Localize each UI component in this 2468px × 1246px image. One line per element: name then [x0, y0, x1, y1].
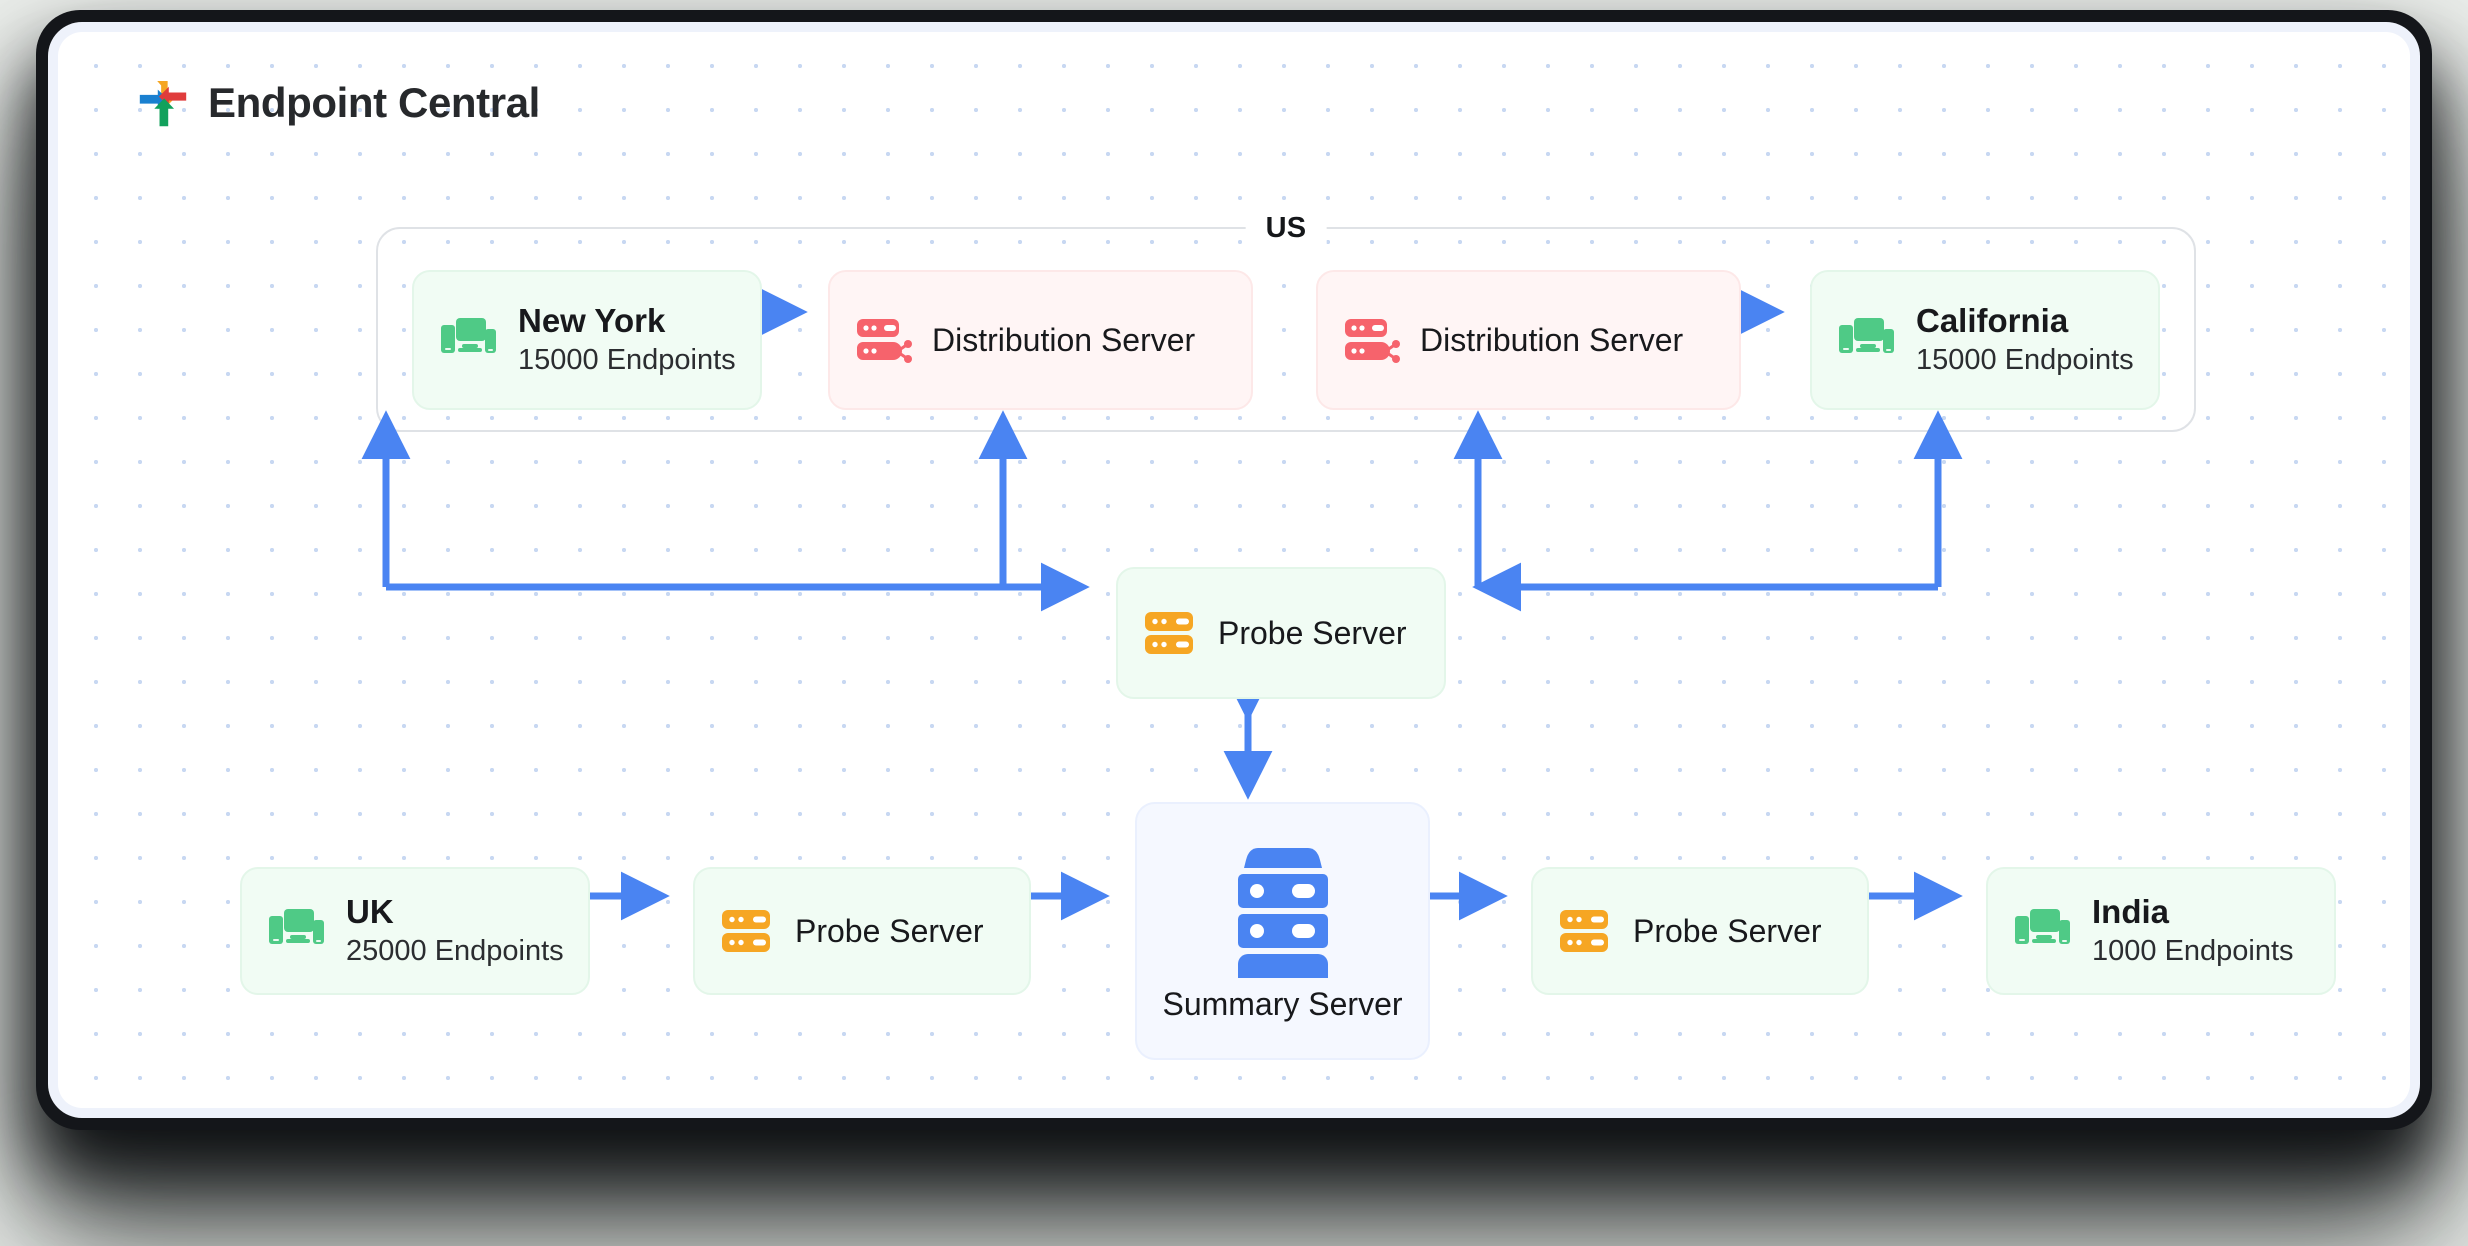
node-card-probe-server-center[interactable]: Probe Server — [1116, 567, 1446, 699]
card-label: Probe Server — [1218, 615, 1407, 651]
card-subtitle: 1000 Endpoints — [2092, 935, 2294, 967]
card-title: UK — [346, 893, 394, 930]
card-title: New York — [518, 302, 666, 339]
card-subtitle: 25000 Endpoints — [346, 935, 564, 967]
probe-server-icon — [1145, 612, 1193, 654]
node-card-new-york[interactable]: New York 15000 Endpoints — [412, 270, 762, 410]
node-card-distribution-server-left[interactable]: Distribution Server — [828, 270, 1253, 410]
us-group-container: US — [376, 210, 2196, 432]
us-group-label: US — [1245, 210, 1327, 246]
devices-icon — [441, 318, 496, 353]
card-label: Distribution Server — [1420, 322, 1684, 358]
node-card-distribution-server-right[interactable]: Distribution Server — [1316, 270, 1741, 410]
probe-server-icon — [722, 910, 770, 952]
node-card-india[interactable]: India 1000 Endpoints — [1986, 867, 2336, 995]
diagram-surface: Endpoint Central US — [48, 22, 2420, 1118]
devices-icon — [2015, 909, 2070, 944]
manageengine-pinwheel-icon — [139, 80, 187, 127]
distribution-server-icon — [1345, 319, 1400, 363]
distribution-server-icon — [857, 319, 912, 363]
brand-title: Endpoint Central — [208, 79, 540, 126]
card-title: India — [2092, 893, 2170, 930]
summary-server-icon — [1237, 848, 1328, 978]
node-card-summary-server[interactable]: Summary Server — [1135, 802, 1430, 1060]
devices-icon — [1839, 318, 1894, 353]
devices-icon — [269, 909, 324, 944]
device-frame: Endpoint Central US — [36, 10, 2432, 1130]
card-label: Probe Server — [1633, 913, 1822, 949]
probe-server-icon — [1560, 910, 1608, 952]
brand-header: Endpoint Central — [134, 74, 540, 132]
card-subtitle: 15000 Endpoints — [518, 344, 736, 376]
node-card-uk[interactable]: UK 25000 Endpoints — [240, 867, 590, 995]
card-label: Summary Server — [1162, 986, 1403, 1022]
node-card-probe-server-left[interactable]: Probe Server — [693, 867, 1031, 995]
card-label: Probe Server — [795, 913, 984, 949]
node-card-probe-server-right[interactable]: Probe Server — [1531, 867, 1869, 995]
card-subtitle: 15000 Endpoints — [1916, 344, 2134, 376]
card-label: Distribution Server — [932, 322, 1196, 358]
card-title: California — [1916, 302, 2069, 339]
node-card-california[interactable]: California 15000 Endpoints — [1810, 270, 2160, 410]
